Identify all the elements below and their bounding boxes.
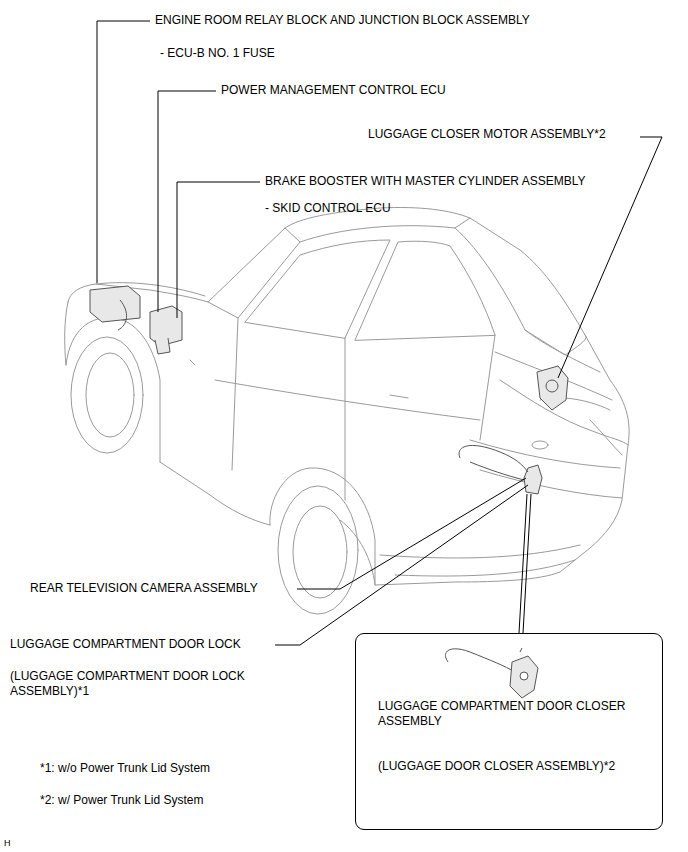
part-label: *2: w/ Power Trunk Lid System — [40, 793, 203, 808]
inset-text: (LUGGAGE DOOR CLOSER ASSEMBLY)*2 — [378, 759, 650, 774]
part-label: - ECU-B NO. 1 FUSE — [160, 46, 275, 61]
inset-text: LUGGAGE COMPARTMENT DOOR CLOSER ASSEMBLY — [378, 699, 650, 729]
part-label: *1: w/o Power Trunk Lid System — [40, 761, 210, 776]
part-label: - SKID CONTROL ECU — [265, 201, 391, 216]
part-label: REAR TELEVISION CAMERA ASSEMBLY — [30, 581, 258, 596]
inset-box: LUGGAGE COMPARTMENT DOOR CLOSER ASSEMBLY… — [355, 633, 663, 830]
part-label: POWER MANAGEMENT CONTROL ECU — [221, 83, 446, 98]
part-label: (LUGGAGE COMPARTMENT DOOR LOCK ASSEMBLY)… — [10, 669, 260, 699]
part-label: H — [4, 836, 11, 851]
part-label: LUGGAGE COMPARTMENT DOOR LOCK — [10, 637, 241, 652]
part-label: ENGINE ROOM RELAY BLOCK AND JUNCTION BLO… — [155, 13, 530, 28]
part-label: LUGGAGE CLOSER MOTOR ASSEMBLY*2 — [368, 127, 606, 142]
part-label: BRAKE BOOSTER WITH MASTER CYLINDER ASSEM… — [265, 174, 586, 189]
